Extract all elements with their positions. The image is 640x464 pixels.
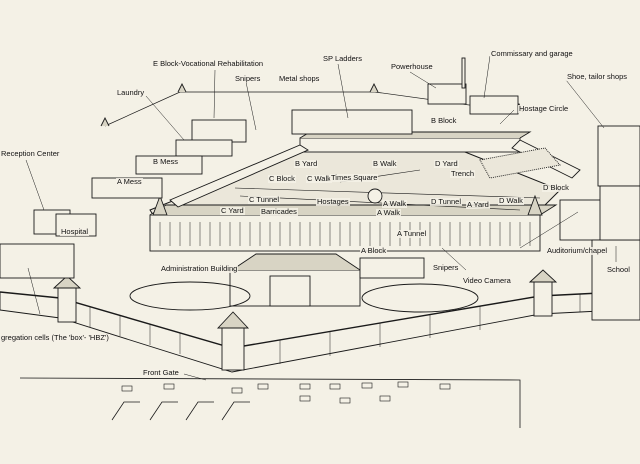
label-d-walk: D Walk [498,196,524,205]
label-hospital: Hospital [60,227,90,236]
label-sp-ladders: SP Ladders [322,54,364,63]
label-a-walk-1: A Walk [382,199,408,208]
label-trench: Trench [450,169,476,178]
label-c-yard: C Yard [220,206,245,215]
label-admin-building: Administration Building [160,264,239,273]
powerhouse [427,83,467,105]
label-reception: Reception Center [0,149,61,158]
commissary [469,95,519,115]
label-a-yard: A Yard [466,200,490,209]
label-commissary: Commissary and garage [490,49,574,58]
label-a-mess: A Mess [116,177,143,186]
watchtower-front [216,311,250,371]
metal-shops [291,109,413,135]
label-b-mess: B Mess [152,157,180,166]
label-shoe-tailor: Shoe, tailor shops [566,72,629,81]
auditorium [559,199,603,241]
label-snipers-top: Snipers [234,74,262,83]
label-b-block: B Block [430,116,458,125]
b-d-block [299,131,532,153]
label-d-yard: D Yard [434,159,459,168]
shoe-tailor-shops [597,125,640,187]
watchtower-left [52,275,82,323]
label-c-block: C Block [268,174,296,183]
watchtower-right [528,269,558,317]
administration-building [229,253,361,307]
label-laundry: Laundry [116,88,146,97]
label-front-gate: Front Gate [142,368,180,377]
label-metal-shops: Metal shops [278,74,321,83]
c-block [169,144,309,208]
label-a-tunnel: A Tunnel [396,229,428,238]
label-segregation: gregation cells (The 'box'- 'HBZ') [0,333,110,342]
label-video-camera: Video Camera [462,276,512,285]
laundry [175,139,233,157]
label-a-walk-2: A Walk [376,208,402,217]
label-snipers-bottom: Snipers [432,263,460,272]
label-barricades: Barricades [260,207,298,216]
times-square [367,188,383,204]
label-d-block: D Block [542,183,570,192]
segregation-building [0,243,75,279]
label-b-walk: B Walk [372,159,398,168]
label-b-yard: B Yard [294,159,319,168]
hostage-circle [479,147,561,179]
label-a-block: A Block [360,246,388,255]
label-times-square: Times Square [330,173,379,182]
a-block [149,204,558,252]
label-school: School [606,265,631,274]
label-hostages: Hostages [316,197,350,206]
label-auditorium: Auditorium/chapel [546,246,609,255]
parked-cars [121,381,451,404]
road [19,377,521,428]
label-hostage-circle: Hostage Circle [518,104,570,113]
label-d-tunnel: D Tunnel [430,197,463,206]
label-c-tunnel: C Tunnel [248,195,281,204]
label-c-walk: C Walk [306,174,332,183]
label-powerhouse: Powerhouse [390,62,434,71]
label-e-block: E Block-Vocational Rehabilitation [152,59,265,68]
